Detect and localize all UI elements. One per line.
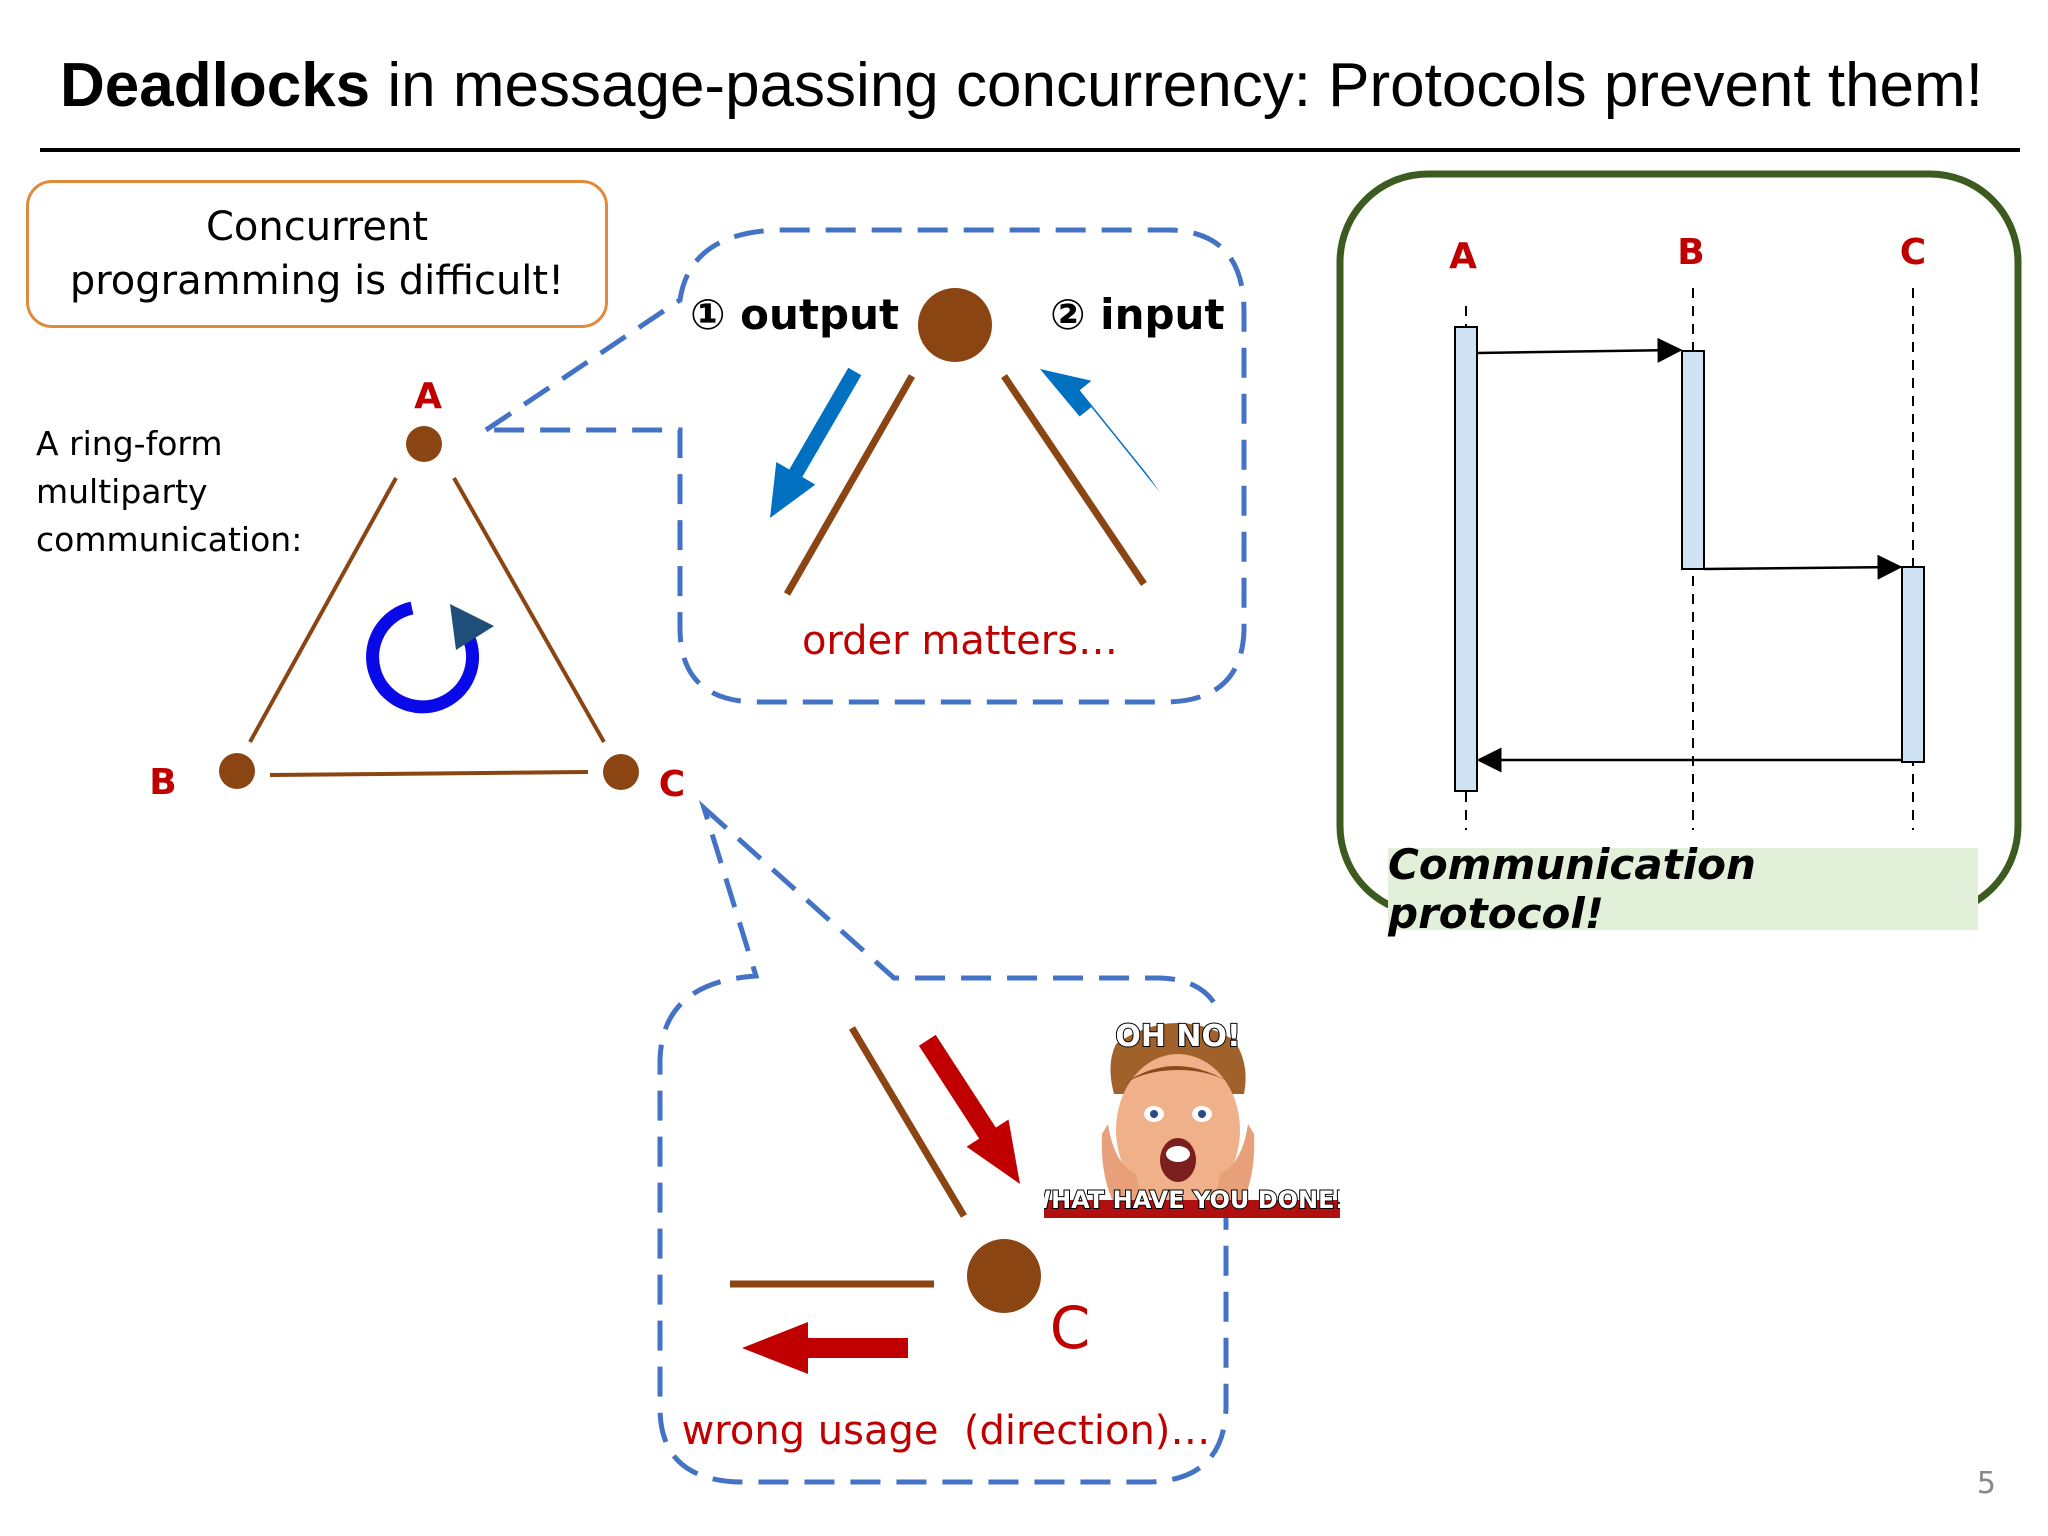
bubble-top-left-channel <box>783 374 916 596</box>
node-b-label: B <box>149 762 176 803</box>
bubble-bottom-node <box>967 1239 1041 1313</box>
bubble-top-right-channel <box>1001 374 1147 586</box>
meme-top-text: OH NO! <box>1115 1019 1240 1054</box>
title-underline <box>40 148 2020 152</box>
activation-a <box>1454 326 1478 792</box>
output-arrow-icon <box>770 367 862 518</box>
meme-bottom-text: WHAT HAVE YOU DONE!? <box>1044 1186 1340 1214</box>
bubble-top: ① output ② input order matters… <box>477 227 1247 705</box>
wrong-direction-diagonal-arrow-icon <box>918 1034 1020 1184</box>
lifeline-b-label: B <box>1677 232 1704 273</box>
edge-a-b <box>248 477 398 743</box>
lifeline-c-label: C <box>1900 232 1926 273</box>
protocol-panel: A B C <box>1336 170 2022 918</box>
node-c-label: C <box>659 764 685 805</box>
page-number: 5 <box>1976 1466 1996 1501</box>
message-b-to-c <box>1703 554 1903 580</box>
node-a-label: A <box>414 376 442 417</box>
node-a <box>406 426 442 462</box>
callout-line-1: Concurrent <box>205 204 429 250</box>
lifeline-a-label: A <box>1449 236 1477 277</box>
oh-no-meme-image: OH NO! WHAT HAVE YOU DONE!? <box>1044 1004 1340 1218</box>
wrong-usage-caption: wrong usage (direction)… <box>682 1408 1211 1454</box>
difficulty-callout: Concurrent programming is difficult! <box>26 180 608 328</box>
ring-label-line-3: communication: <box>36 520 303 559</box>
input-label: ② input <box>1050 290 1225 339</box>
order-caption: order matters… <box>802 618 1118 664</box>
message-a-to-b <box>1476 337 1683 363</box>
ring-label-line-2: multiparty <box>36 472 208 511</box>
callout-line-2: programming is difficult! <box>69 258 565 304</box>
edge-b-c <box>269 770 589 777</box>
activation-b <box>1681 350 1705 570</box>
bubble-top-node <box>918 288 992 362</box>
ring-label-line-1: A ring-form <box>36 424 223 463</box>
bubble-bottom-outline <box>657 800 1229 1485</box>
bubble-bottom-node-label: C <box>1050 1294 1091 1362</box>
protocol-label: Communication protocol! <box>1388 840 1978 938</box>
input-arrow-icon <box>1040 369 1161 493</box>
wrong-direction-left-arrow-icon <box>742 1322 908 1374</box>
ring-description: A ring-form multiparty communication: <box>36 420 302 564</box>
rotation-icon <box>366 601 480 714</box>
protocol-frame <box>1336 170 2022 918</box>
bubble-bottom: C wrong usage (direction)… <box>657 800 1229 1485</box>
rotation-arrowhead-icon <box>450 604 494 650</box>
node-b <box>219 753 255 789</box>
title-rest: in message-passing concurrency: Protocol… <box>370 51 1983 120</box>
title-bold-word: Deadlocks <box>60 51 371 120</box>
edge-a-c <box>452 477 606 743</box>
activation-c <box>1901 566 1925 763</box>
slide-title: Deadlocks in message-passing concurrency… <box>60 50 1983 121</box>
bubble-bottom-diagonal-channel <box>848 1026 968 1218</box>
node-c <box>603 754 639 790</box>
ring-triangle: A B C <box>149 376 685 805</box>
output-label: ① output <box>690 290 899 339</box>
